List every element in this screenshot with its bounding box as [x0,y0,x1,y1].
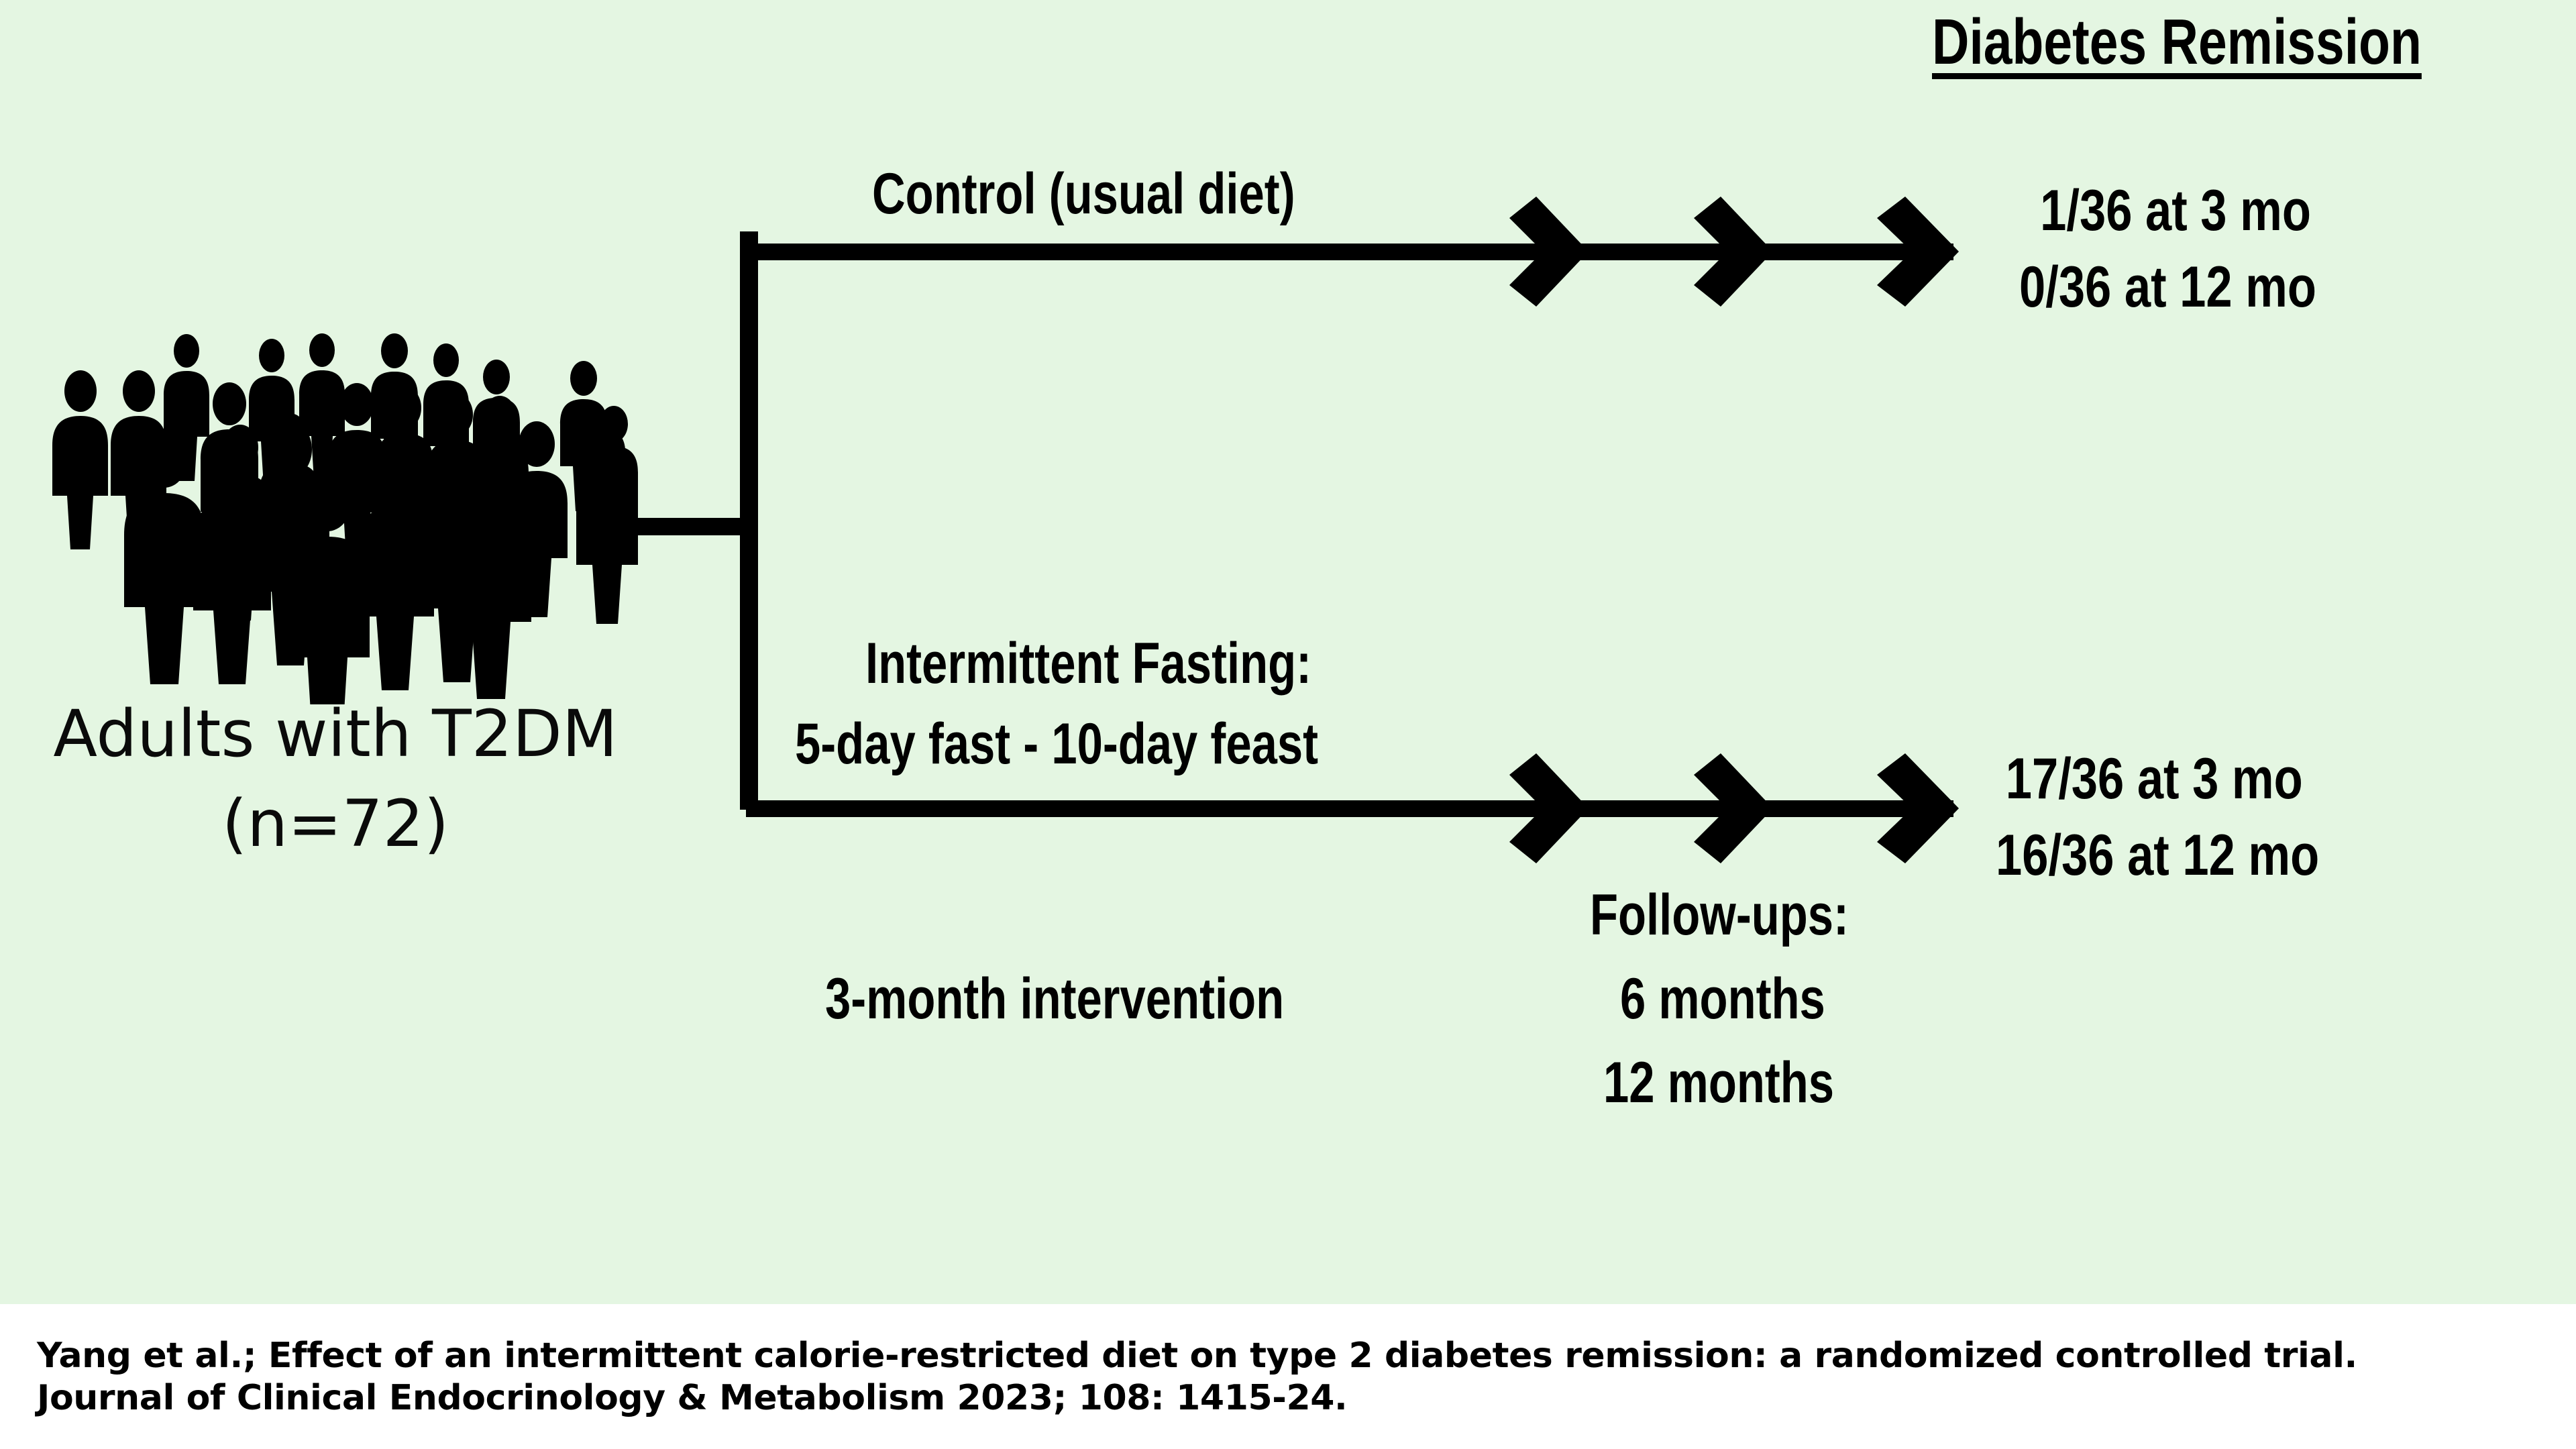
intervention-arm-label-line2: 5-day fast - 10-day feast [795,712,1319,776]
followup-6-months: 6 months [1620,967,1825,1031]
control-arrow [746,197,1959,307]
control-arm-label: Control (usual diet) [872,162,1295,226]
page-title: Diabetes Remission [1932,6,2422,78]
intervention-arrow [746,753,1959,863]
intervention-arm-label-line1: Intermittent Fasting: [865,631,1312,696]
control-outcome: 1/36 at 3 mo 0/36 at 12 mo [2019,173,2316,325]
control-outcome-12mo: 0/36 at 12 mo [2019,254,2316,319]
crowd-front-center-figure [285,468,370,704]
figure-panel-background [0,0,2576,1304]
split-vertical-line [740,231,758,810]
crowd-of-people-icon [52,333,638,704]
control-outcome-3mo: 1/36 at 3 mo [2040,178,2311,243]
flow-diagram [608,197,1959,863]
footer-background [0,1304,2576,1449]
population-label-line1: Adults with T2DM [53,696,618,771]
citation: Yang et al.; Effect of an intermittent c… [37,1335,2519,1420]
intervention-outcome: 17/36 at 3 mo 16/36 at 12 mo [1996,741,2319,894]
branch-connectors [608,231,758,810]
intervention-outcome-3mo: 17/36 at 3 mo [2005,747,2303,811]
intervention-outcome-12mo: 16/36 at 12 mo [1996,822,2320,888]
population-label-line2: (n=72) [221,786,449,861]
intervention-duration-label: 3-month intervention [825,967,1285,1031]
followups-title: Follow-ups: [1590,883,1849,947]
crowd-front-row [124,421,531,704]
citation-line2: Journal of Clinical Endocrinology & Meta… [37,1378,1348,1419]
citation-line1: Yang et al.; Effect of an intermittent c… [37,1336,2357,1376]
followup-12-months: 12 months [1603,1051,1835,1115]
